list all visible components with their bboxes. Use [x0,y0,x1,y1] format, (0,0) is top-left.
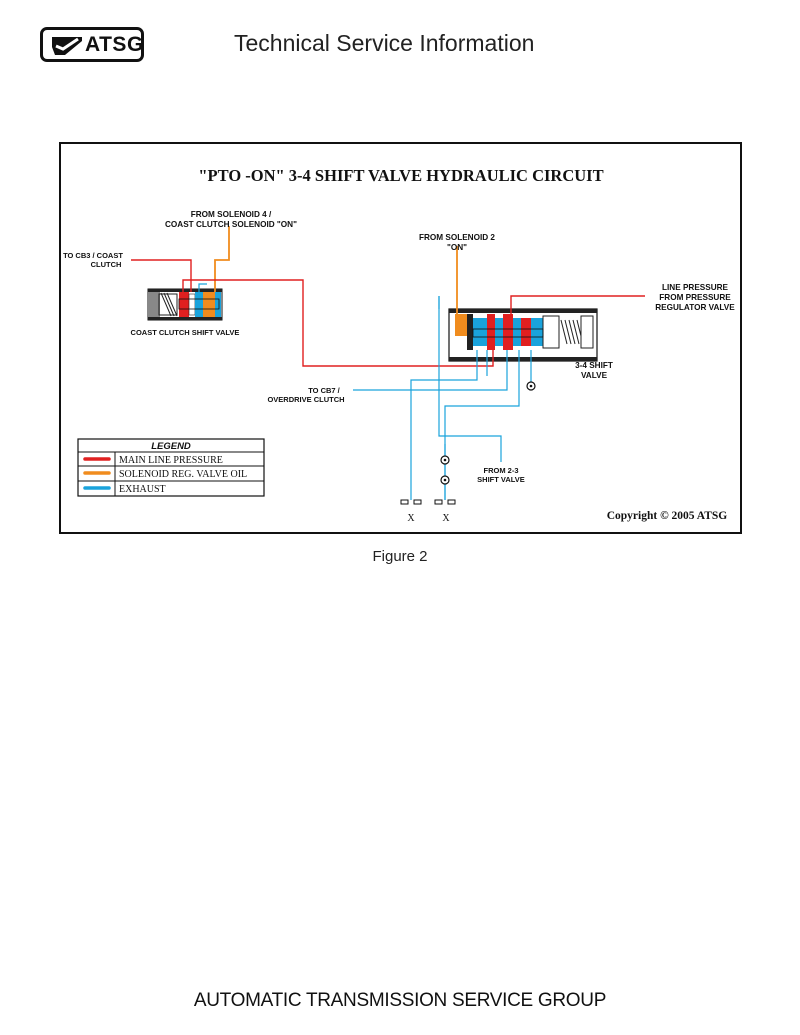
label-coast-clutch-shift-valve: COAST CLUTCH SHIFT VALVE [131,328,240,337]
label-to-cb3: TO CB3 / COAST [63,251,123,260]
label-line-pressure: LINE PRESSURE [662,283,729,292]
label-solenoid-2-on: "ON" [447,243,467,252]
circuit-diagram: "PTO -ON" 3-4 SHIFT VALVE HYDRAULIC CIRC… [63,166,735,524]
exhaust-x-label: X [442,513,450,524]
label-to-cb7: TO CB7 / [308,386,340,395]
exhaust-x-label: X [407,513,415,524]
exhaust-port-icon [434,499,456,505]
atsg-logo: ATSG [40,27,144,62]
shift-valve-3-4 [448,308,598,362]
label-from-solenoid-4: FROM SOLENOID 4 / [191,210,272,219]
footer-text: AUTOMATIC TRANSMISSION SERVICE GROUP [193,990,607,1011]
diagram-title: "PTO -ON" 3-4 SHIFT VALVE HYDRAULIC CIRC… [198,166,603,185]
label-overdrive-clutch: OVERDRIVE CLUTCH [267,395,344,404]
checkmark-logo-icon [52,37,82,55]
legend-label-main-line: MAIN LINE PRESSURE [119,455,223,466]
legend-title: LEGEND [151,441,191,452]
legend-label-exhaust: EXHAUST [119,484,166,495]
label-from-pressure: FROM PRESSURE [659,293,731,302]
label-3-4-shift: 3-4 SHIFT [575,361,613,370]
label-regulator-valve: REGULATOR VALVE [655,303,735,312]
figure-caption: Figure 2 [372,548,428,565]
page-title: Technical Service Information [234,30,535,56]
label-shift-valve: SHIFT VALVE [477,475,525,484]
copyright-text: Copyright © 2005 ATSG [607,510,728,522]
label-valve: VALVE [581,371,608,380]
label-from-2-3: FROM 2-3 [483,466,518,475]
label-from-solenoid-2: FROM SOLENOID 2 [419,233,495,242]
legend: LEGEND MAIN LINE PRESSURE SOLENOID REG. … [77,438,265,497]
label-coast-clutch: CLUTCH [91,260,122,269]
hydraulic-circuit-figure: "PTO -ON" 3-4 SHIFT VALVE HYDRAULIC CIRC… [59,142,742,534]
coast-clutch-shift-valve [147,288,223,321]
label-coast-clutch-solenoid: COAST CLUTCH SOLENOID "ON" [165,220,297,229]
legend-label-solenoid-oil: SOLENOID REG. VALVE OIL [119,469,247,480]
logo-text: ATSG [85,33,144,56]
exhaust-port-icon [400,499,422,505]
